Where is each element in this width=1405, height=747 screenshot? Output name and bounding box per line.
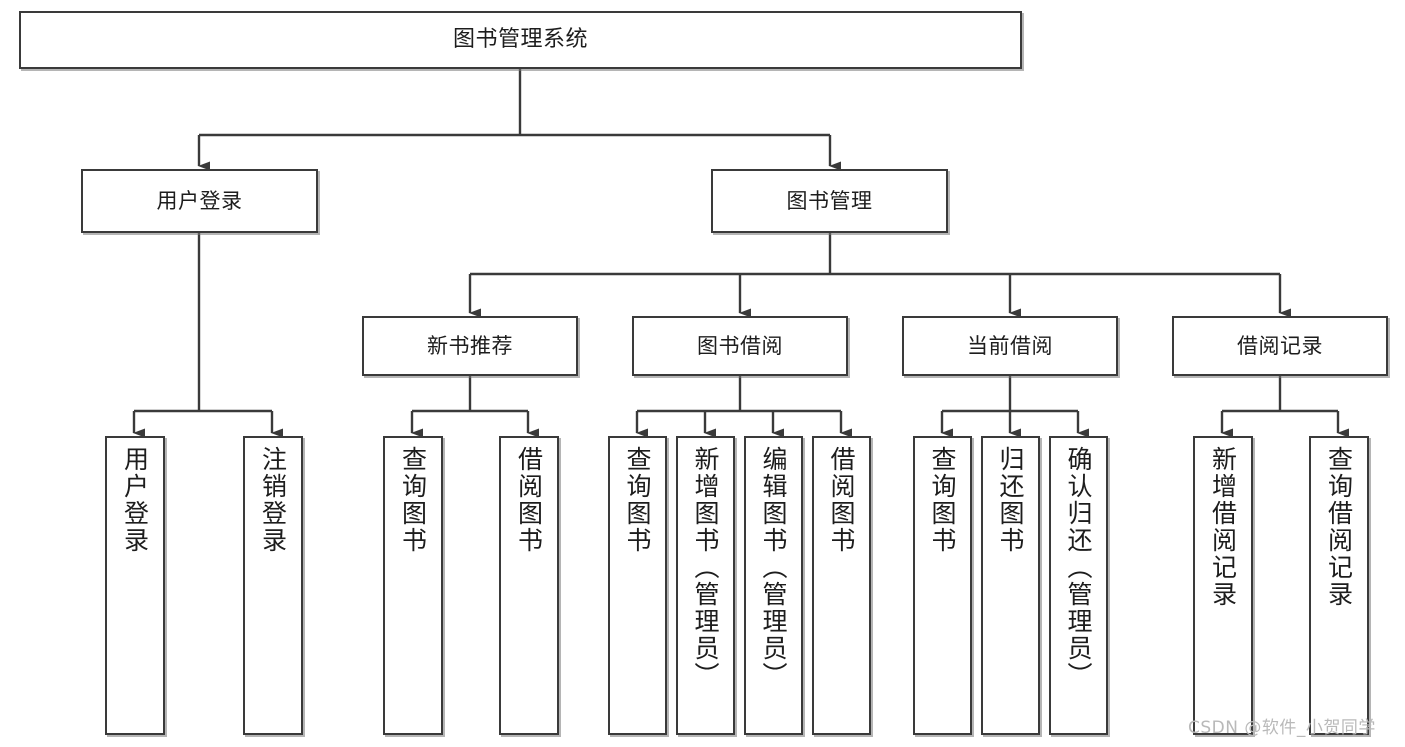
node-label: 注销登录 [258, 446, 288, 554]
node-current-borrow[interactable]: 当前借阅 [902, 316, 1118, 376]
node-label: 确认归还（管理员） [1064, 446, 1093, 689]
leaf-borrow-record-query-record[interactable]: 查询借阅记录 [1309, 436, 1369, 735]
node-label: 新增图书（管理员） [691, 446, 720, 689]
leaf-current-borrow-confirm-return-admin[interactable]: 确认归还（管理员） [1049, 436, 1108, 735]
node-book-management[interactable]: 图书管理 [711, 169, 948, 233]
node-new-book-recommend[interactable]: 新书推荐 [362, 316, 578, 376]
node-label: 查询图书 [928, 446, 957, 554]
leaf-book-borrow-borrow-book[interactable]: 借阅图书 [812, 436, 871, 735]
node-label: 借阅图书 [514, 446, 544, 554]
node-label: 新增借阅记录 [1208, 446, 1238, 608]
node-label: 借阅记录 [1237, 333, 1323, 358]
node-borrow-record[interactable]: 借阅记录 [1172, 316, 1388, 376]
node-label: 归还图书 [996, 446, 1025, 554]
node-label: 借阅图书 [827, 446, 856, 554]
leaf-book-borrow-edit-book-admin[interactable]: 编辑图书（管理员） [744, 436, 803, 735]
leaf-current-borrow-return-book[interactable]: 归还图书 [981, 436, 1040, 735]
node-label: 当前借阅 [967, 333, 1053, 358]
leaf-user-login-logout[interactable]: 注销登录 [243, 436, 303, 735]
node-label: 图书管理 [786, 188, 873, 213]
node-label: 查询借阅记录 [1324, 446, 1354, 608]
leaf-borrow-record-add-record[interactable]: 新增借阅记录 [1193, 436, 1253, 735]
node-book-borrow[interactable]: 图书借阅 [632, 316, 848, 376]
leaf-book-borrow-query-book[interactable]: 查询图书 [608, 436, 667, 735]
leaf-user-login-login[interactable]: 用户登录 [105, 436, 165, 735]
node-user-login[interactable]: 用户登录 [81, 169, 318, 233]
watermark: CSDN @软件_小贺同学 [1188, 718, 1376, 738]
leaf-new-book-borrow-book[interactable]: 借阅图书 [499, 436, 559, 735]
node-label: 编辑图书（管理员） [759, 446, 788, 689]
node-label: 用户登录 [120, 446, 150, 554]
node-label: 用户登录 [156, 188, 243, 213]
leaf-new-book-query-book[interactable]: 查询图书 [383, 436, 443, 735]
node-label: 查询图书 [398, 446, 428, 554]
node-root-book-management-system[interactable]: 图书管理系统 [19, 11, 1022, 69]
node-label: 图书管理系统 [452, 27, 588, 53]
leaf-book-borrow-add-book-admin[interactable]: 新增图书（管理员） [676, 436, 735, 735]
node-label: 查询图书 [623, 446, 652, 554]
node-label: 新书推荐 [427, 333, 513, 358]
leaf-current-borrow-query-book[interactable]: 查询图书 [913, 436, 972, 735]
node-label: 图书借阅 [697, 333, 783, 358]
